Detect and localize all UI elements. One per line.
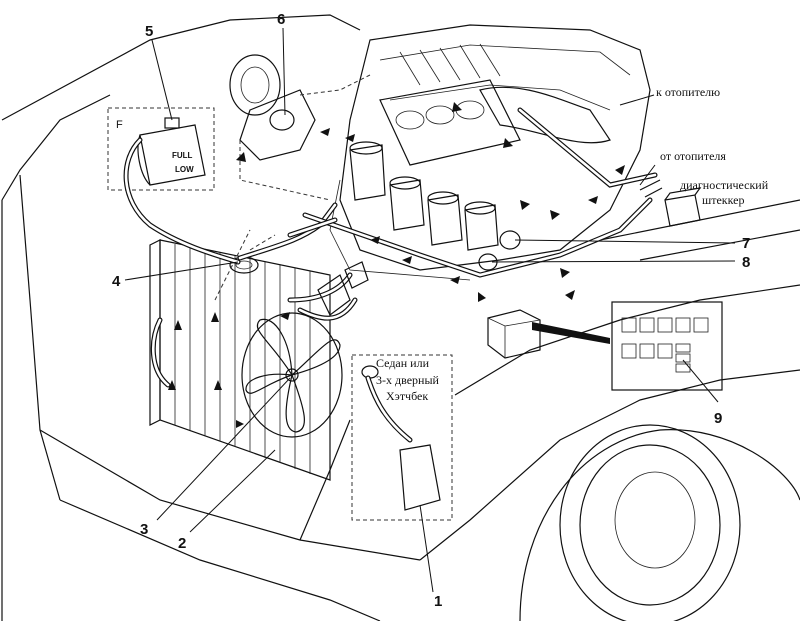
label-sedan-line1: Седан или xyxy=(376,356,430,370)
fuse-box xyxy=(487,301,723,391)
callout-7: 7 xyxy=(742,235,750,252)
callout-3: 3 xyxy=(140,521,148,538)
text-labels: к отопителю от отопителя диагностический… xyxy=(376,85,769,403)
callout-8: 8 xyxy=(742,254,750,271)
callout-6: 6 xyxy=(277,11,285,28)
callout-1: 1 xyxy=(434,593,442,610)
label-to-heater: к отопителю xyxy=(656,85,720,99)
pistons xyxy=(349,141,499,251)
coolant-hoses xyxy=(123,107,658,443)
water-pump-housing xyxy=(229,54,316,161)
diagnostic-connector xyxy=(639,179,702,227)
car-body xyxy=(1,14,800,621)
callout-numbers: 1 2 3 4 5 6 7 8 9 xyxy=(112,11,750,610)
label-sedan-line2: 3-х дверный xyxy=(376,373,440,387)
flow-arrows xyxy=(168,102,625,428)
callout-2: 2 xyxy=(178,535,186,552)
label-diagnostic-line2: штеккер xyxy=(702,193,745,207)
reservoir-detail-box: F FULL LOW xyxy=(107,107,215,191)
tank-low-label: LOW xyxy=(175,165,194,174)
label-diagnostic-line1: диагностический xyxy=(680,178,769,192)
callout-9: 9 xyxy=(714,410,722,427)
detail-f-label: F xyxy=(116,119,123,131)
radiator xyxy=(149,239,343,481)
leader-lines xyxy=(124,27,736,593)
label-sedan-line3: Хэтчбек xyxy=(386,389,428,403)
engine xyxy=(329,24,651,281)
callout-5: 5 xyxy=(145,23,153,40)
tank-full-label: FULL xyxy=(172,151,193,160)
label-from-heater: от отопителя xyxy=(660,149,726,163)
dashed-guides xyxy=(214,74,371,301)
callout-4: 4 xyxy=(112,273,121,290)
